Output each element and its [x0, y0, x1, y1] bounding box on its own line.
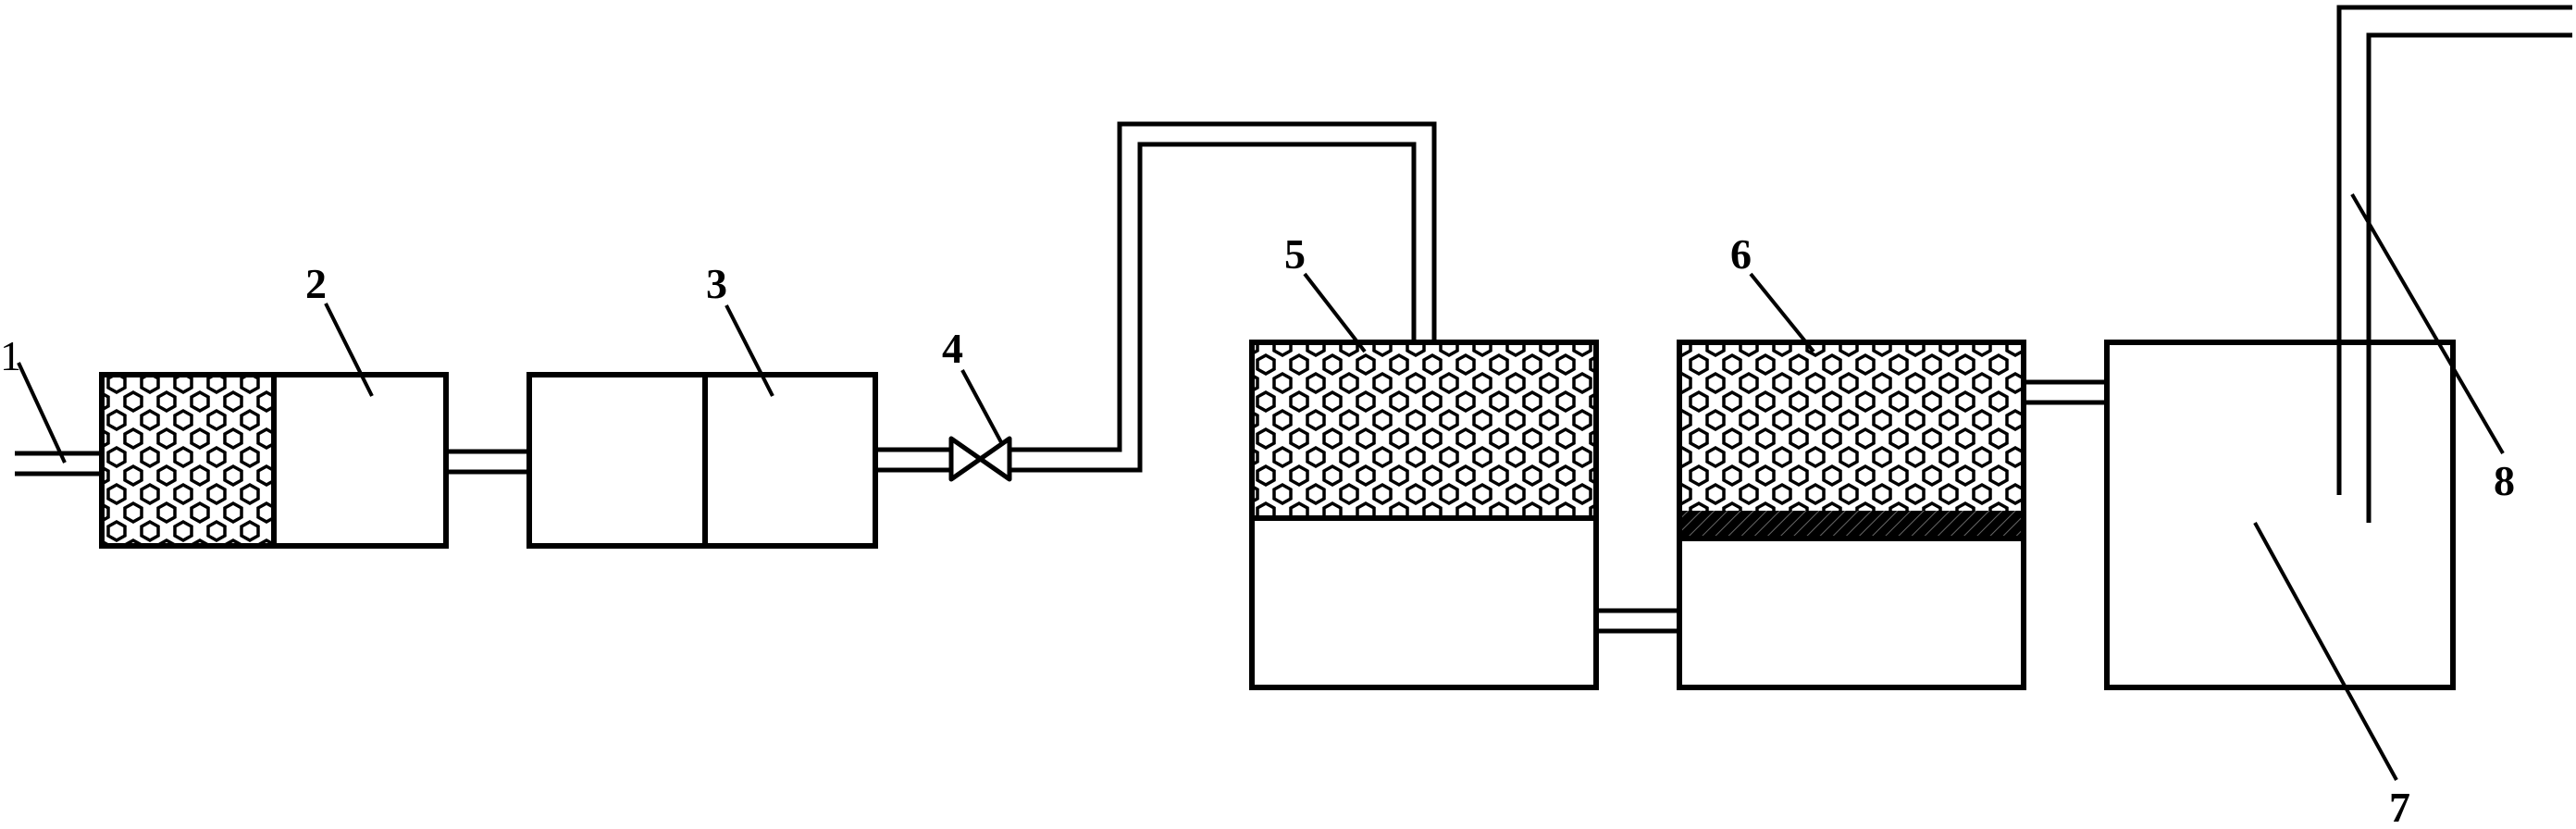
unit-6-tank — [1677, 340, 2026, 690]
pipe-5-to-6 — [1596, 608, 1679, 634]
label-4: 4 — [942, 325, 963, 372]
label-1: 1 — [0, 332, 21, 379]
label-3: 3 — [706, 260, 727, 307]
label-7: 7 — [2389, 784, 2410, 829]
unit-5-tank — [1249, 340, 1599, 690]
label-5: 5 — [1284, 230, 1306, 278]
pipe-3-to-valve — [875, 447, 951, 473]
leader-lines — [17, 192, 2505, 781]
unit-7-tank — [2104, 340, 2456, 690]
outlet-pipe-8 — [2336, 5, 2572, 523]
pipe-6-to-7 — [2024, 379, 2107, 405]
pipe-2-to-3 — [446, 449, 529, 475]
unit-3-box — [526, 372, 878, 549]
inlet-pipe — [15, 451, 102, 476]
label-8: 8 — [2494, 457, 2515, 504]
valve-4-icon — [948, 436, 1012, 482]
label-6: 6 — [1730, 230, 1752, 278]
unit-2-filter-box — [99, 372, 449, 549]
pipe-valve-to-5 — [1009, 121, 1437, 473]
label-2: 2 — [305, 260, 327, 307]
